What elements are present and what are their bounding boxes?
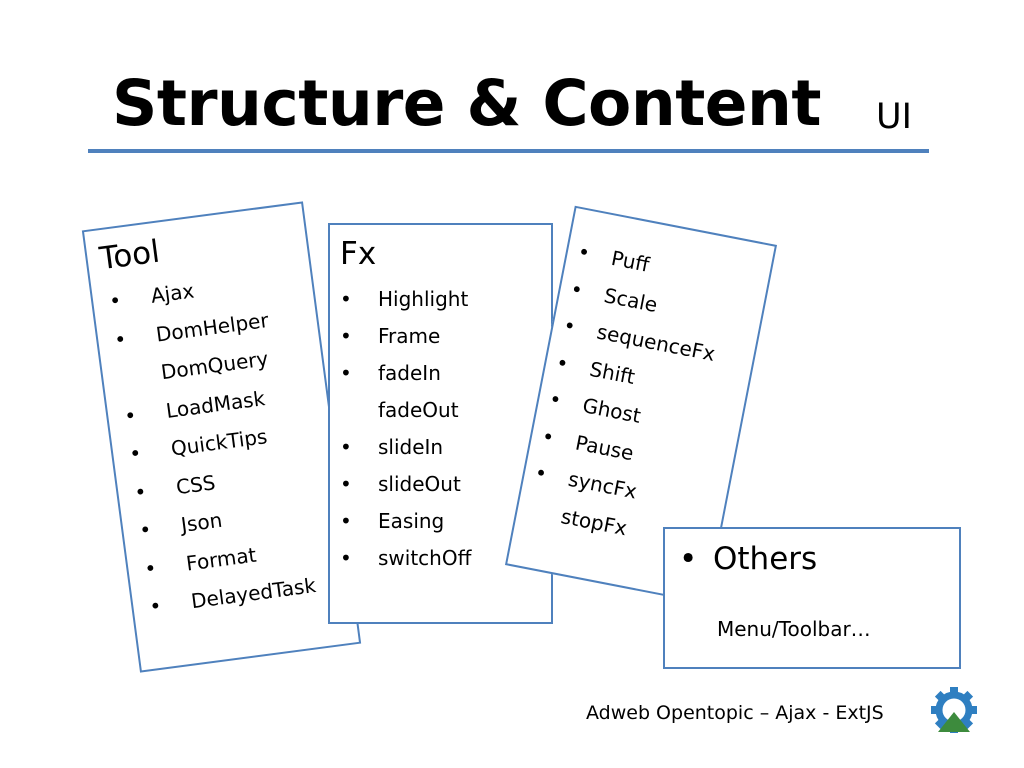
- fx-item-slideout: slideOut: [336, 472, 471, 509]
- fx-item-frame: Frame: [336, 324, 471, 361]
- fx-box: Fx Highlight Frame fadeIn fadeOut slideI…: [328, 223, 553, 624]
- tool-list: Ajax DomHelper DomQuery LoadMask QuickTi…: [102, 268, 319, 634]
- slide-subtitle: UI: [876, 97, 912, 137]
- mountain-icon: [938, 712, 970, 732]
- fx-item-slidein: slideIn: [336, 435, 471, 472]
- fx-item-switchoff: switchOff: [336, 546, 471, 583]
- tool-box-heading: Tool: [97, 233, 162, 278]
- others-box: Others Menu/Toolbar…: [663, 527, 961, 669]
- fx-item-fadeout: fadeOut: [378, 398, 459, 422]
- others-item: Others: [675, 541, 817, 577]
- footer-text: Adweb Opentopic – Ajax - ExtJS: [586, 702, 884, 724]
- fx-box-heading: Fx: [340, 236, 377, 272]
- tool-box: Tool Ajax DomHelper DomQuery LoadMask Qu…: [81, 201, 362, 673]
- fx-item-fadein: fadeIn: [336, 361, 471, 398]
- gear-mountain-logo-icon: [931, 687, 977, 733]
- others-sub-item: Menu/Toolbar…: [717, 617, 871, 641]
- fx-item-easing: Easing: [336, 509, 471, 546]
- fx-list: Highlight Frame fadeIn fadeOut slideIn s…: [336, 287, 471, 583]
- title-underline: [88, 149, 929, 153]
- slide-title: Structure & Content: [112, 67, 822, 140]
- fx-item-highlight: Highlight: [336, 287, 471, 324]
